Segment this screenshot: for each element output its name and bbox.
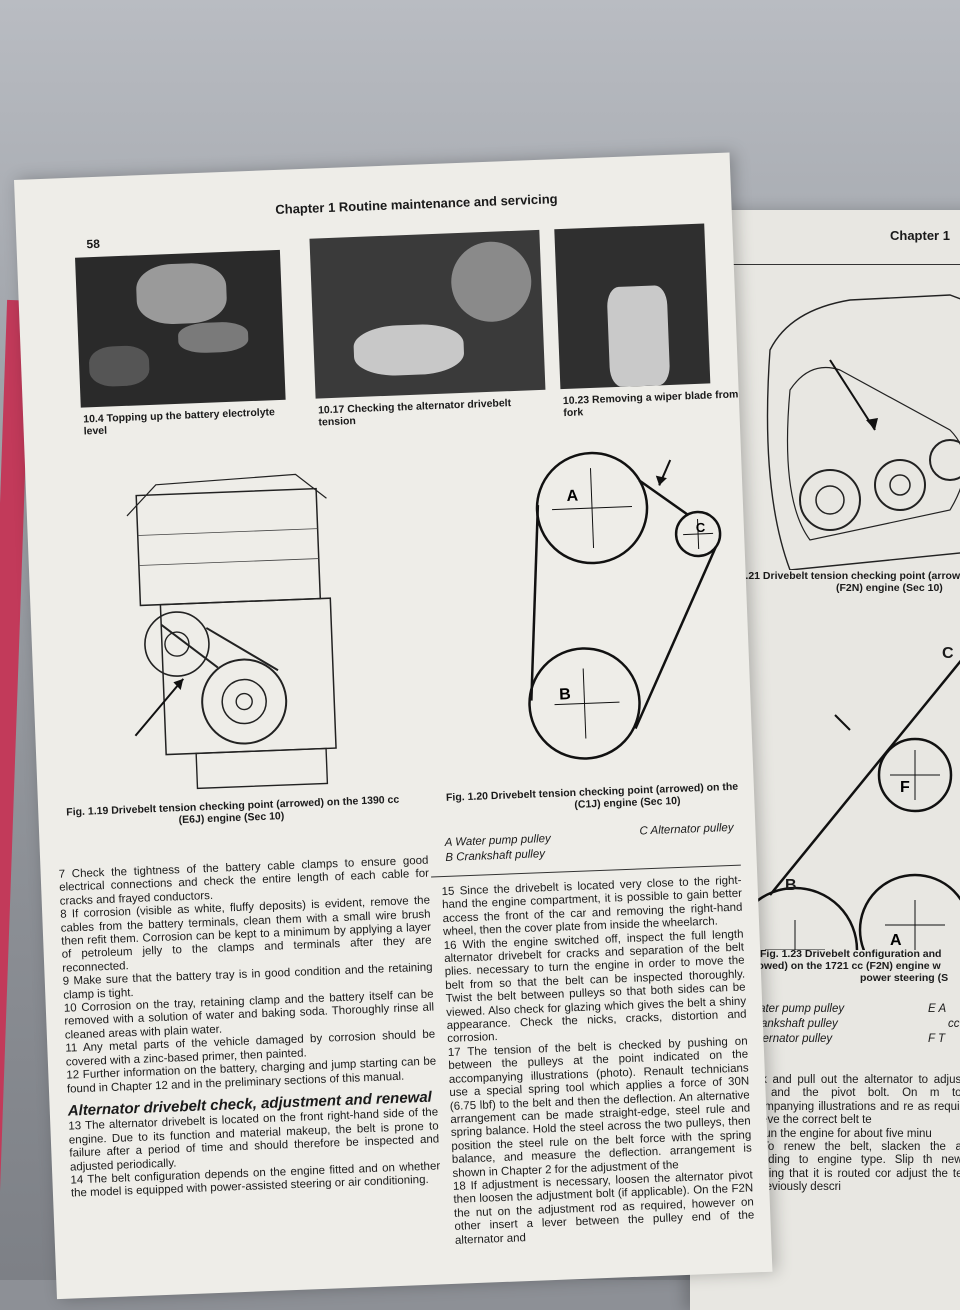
paragraph-16: 16 With the engine switched off, inspect… <box>443 928 747 1046</box>
running-head: Chapter 1 Routine maintenance and servic… <box>275 191 558 217</box>
fig120-label-c: C <box>696 520 707 535</box>
fig120-legend-right: C Alternator pulley <box>639 821 734 840</box>
photo1-caption: 10.4 Topping up the battery electrolyte … <box>83 406 276 437</box>
page-number: 58 <box>86 236 101 252</box>
fig120-label-a: A <box>566 488 579 505</box>
fig120-legend-left: A Water pump pulley B Crankshaft pulley <box>444 832 551 866</box>
left-page: 58 Chapter 1 Routine maintenance and ser… <box>14 152 773 1300</box>
fig123-belt-diagram: F A <box>750 659 960 950</box>
photo3-caption: 10.23 Removing a wiper blade from fork <box>563 388 739 419</box>
fig123-label-c: C <box>942 645 954 662</box>
fig123-legend-right: E A cc F T <box>928 1002 960 1047</box>
right-running-head: Chapter 1 <box>890 228 950 243</box>
paragraph-18: 18 If adjustment is necessary, loosen th… <box>452 1169 755 1247</box>
fig119-engine-drawing <box>126 473 337 790</box>
fig119-caption: Fig. 1.19 Drivebelt tension checking poi… <box>66 792 447 831</box>
fig123-caption: Fig. 1.23 Drivebelt configuration and (a… <box>740 948 960 984</box>
legend-e: E A <box>928 1003 947 1015</box>
fig123-caption-line2: (arrowed) on the 1721 cc (F2N) engine w <box>740 960 941 972</box>
fig120-legend-c: C Alternator pulley <box>639 821 734 838</box>
fig123-label-a: A <box>890 932 902 949</box>
paragraph-20: 20 To renew the belt, slacken the above,… <box>740 1141 960 1194</box>
header-rule <box>690 264 960 265</box>
fig121-caption-line2: (F2N) engine (Sec 10) <box>836 582 943 594</box>
middle-column: 15 Since the drivebelt is located very c… <box>441 875 755 1248</box>
paragraph-19: 19 Run the engine for about five minu <box>740 1127 932 1140</box>
right-body-text: block and pull out the alternator to adj… <box>740 1074 960 1195</box>
fig120-legend-b: B Crankshaft pulley <box>445 848 546 864</box>
fig121-engine-drawing <box>766 294 960 570</box>
legend-e-cont: cc <box>948 1018 960 1030</box>
photo-drivebelt <box>309 229 546 399</box>
legend-f: F T <box>928 1033 946 1045</box>
fig123-caption-line3: power steering (S <box>860 972 949 984</box>
fig120-label-b: B <box>559 686 571 703</box>
fig120-caption: Fig. 1.20 Drivebelt tension checking poi… <box>446 780 747 815</box>
fig121-caption: Fig. 1.21 Drivebelt tension checking poi… <box>718 570 960 594</box>
paragraph-17: 17 The tension of the belt is checked by… <box>447 1035 752 1180</box>
photo-wiper <box>554 223 711 390</box>
right-text-cont: block and pull out the alternator to adj… <box>740 1074 960 1127</box>
fig123-label-f: F <box>900 779 910 796</box>
fig120-belt-diagram: A B C <box>528 451 722 760</box>
fig123-caption-line1: Fig. 1.23 Drivebelt configuration and <box>760 948 942 960</box>
fig121-caption-line1: Fig. 1.21 Drivebelt tension checking poi… <box>718 570 960 582</box>
photo2-caption: 10.17 Checking the alternator drivebelt … <box>318 397 512 428</box>
left-column: 7 Check the tightness of the battery cab… <box>58 855 441 1202</box>
legend-a: A Water pump pulley <box>738 1003 845 1015</box>
photo-battery <box>75 249 286 408</box>
fig123-label-b: B <box>785 877 797 894</box>
